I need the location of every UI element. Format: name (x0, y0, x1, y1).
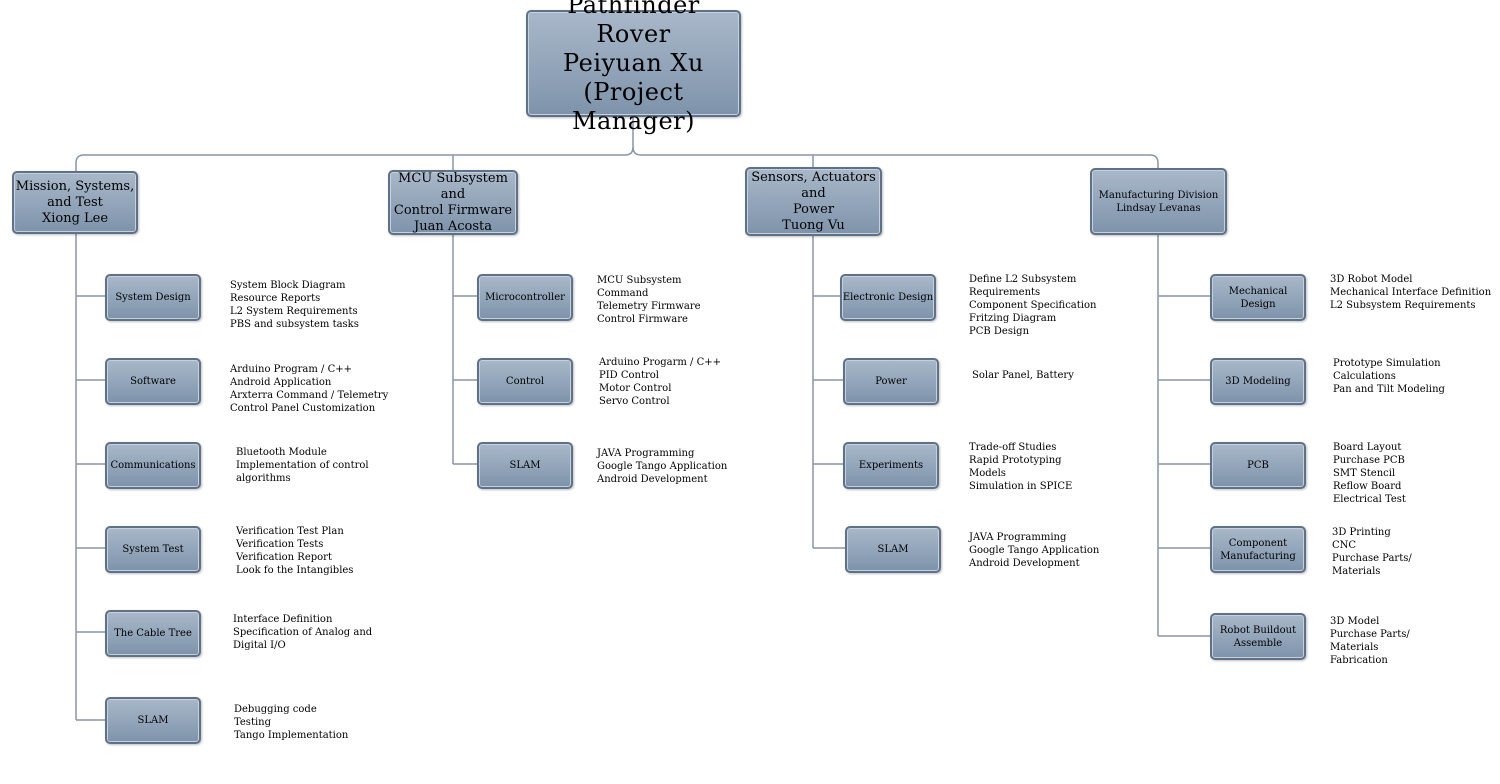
division-manufacturing: Manufacturing Division Lindsay Levanas (1090, 168, 1227, 235)
task-mechanical-design: Mechanical Design (1210, 274, 1306, 321)
task-system-design: System Design (105, 274, 201, 321)
task-label: System Design (115, 292, 191, 303)
task-notes: MCU Subsystem Command Telemetry Firmware… (597, 275, 701, 325)
task-component-manufacturing: Component Manufacturing (1210, 526, 1306, 573)
division-mission-systems-test: Mission, Systems, and Test Xiong Lee (12, 171, 138, 234)
division-label: Manufacturing Division Lindsay Levanas (1098, 189, 1219, 214)
task-notes: 3D Model Purchase Parts/ Materials Fabri… (1330, 616, 1410, 666)
task-robot-buildout: Robot Buildout Assemble (1210, 613, 1306, 660)
task-control: Control (477, 358, 573, 405)
task-label: PCB (1247, 460, 1269, 471)
task-label: Control (505, 376, 545, 387)
task-notes: 3D Robot Model Mechanical Interface Defi… (1330, 274, 1492, 311)
task-slam: SLAM (105, 697, 201, 744)
task-label: Microcontroller (485, 292, 565, 303)
task-slam: SLAM (845, 526, 941, 573)
task-label: Software (130, 376, 176, 387)
task-notes: Prototype Simulation Calculations Pan an… (1333, 358, 1445, 395)
division-label: MCU Subsystem and Control Firmware Juan … (393, 170, 513, 234)
task-notes: System Block Diagram Resource Reports L2… (230, 280, 359, 330)
task-notes: JAVA Programming Google Tango Applicatio… (969, 532, 1100, 569)
task-notes: Trade-off Studies Rapid Prototyping Mode… (969, 442, 1073, 492)
task-label: Experiments (858, 460, 924, 471)
task-label: Electronic Design (842, 292, 934, 303)
division-sensors-actuators-power: Sensors, Actuators and Power Tuong Vu (745, 167, 882, 236)
task-label: Robot Buildout Assemble (1219, 624, 1297, 649)
division-label: Sensors, Actuators and Power Tuong Vu (751, 169, 876, 233)
task-notes: Bluetooth Module Implementation of contr… (236, 447, 369, 484)
task-label: Communications (110, 460, 196, 471)
task-label: SLAM (509, 460, 541, 471)
task-communications: Communications (105, 442, 201, 489)
task-3d-modeling: 3D Modeling (1210, 358, 1306, 405)
task-notes: Verification Test Plan Verification Test… (236, 526, 354, 576)
task-label: 3D Modeling (1225, 376, 1291, 387)
task-notes: Define L2 Subsystem Requirements Compone… (969, 274, 1097, 337)
task-label: Power (875, 376, 907, 387)
task-notes: Interface Definition Specification of An… (233, 614, 373, 651)
task-system-test: System Test (105, 526, 201, 573)
task-slam: SLAM (477, 442, 573, 489)
task-microcontroller: Microcontroller (477, 274, 573, 321)
task-electronic-design: Electronic Design (840, 274, 936, 321)
task-notes: Arduino Program / C++ Android Applicatio… (230, 364, 389, 414)
root-node: Pathfinder Rover Peiyuan Xu (Project Man… (526, 0, 741, 135)
task-label: Component Manufacturing (1220, 537, 1296, 562)
task-notes: Solar Panel, Battery (972, 370, 1074, 381)
root-label: Pathfinder Rover Peiyuan Xu (Project Man… (563, 0, 704, 135)
task-pcb: PCB (1210, 442, 1306, 489)
task-notes: 3D Printing CNC Purchase Parts/ Material… (1332, 527, 1412, 577)
task-power: Power (843, 358, 939, 405)
task-label: System Test (122, 544, 184, 555)
task-notes: Arduino Progarm / C++ PID Control Motor … (599, 357, 721, 407)
task-notes: JAVA Programming Google Tango Applicatio… (597, 448, 728, 485)
task-notes: Board Layout Purchase PCB SMT Stencil Re… (1333, 442, 1406, 505)
task-label: SLAM (137, 715, 169, 726)
task-label: SLAM (877, 544, 909, 555)
task-label: The Cable Tree (114, 628, 192, 639)
division-label: Mission, Systems, and Test Xiong Lee (15, 178, 135, 226)
division-mcu-subsystem: MCU Subsystem and Control Firmware Juan … (388, 170, 518, 235)
task-software: Software (105, 358, 201, 405)
task-cable-tree: The Cable Tree (105, 610, 201, 657)
task-experiments: Experiments (843, 442, 939, 489)
task-label: Mechanical Design (1228, 285, 1288, 310)
task-notes: Debugging code Testing Tango Implementat… (234, 704, 349, 741)
